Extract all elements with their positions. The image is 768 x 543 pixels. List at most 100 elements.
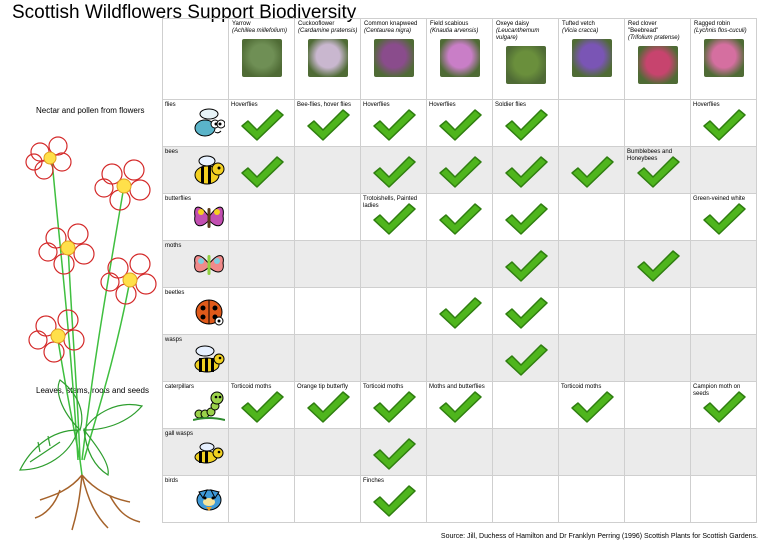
checkmark-icon [239,155,285,189]
cell-note: Moths and butterflies [429,384,485,390]
plant-scientific-name: (Achillea millefolium) [232,28,288,34]
checkmark-icon [371,390,417,424]
checkmark-icon [239,390,285,424]
red-flower-icon [25,136,72,180]
cell-note: Hoverflies [363,102,390,108]
checkmark-icon [305,390,351,424]
checkmark-icon [635,155,681,189]
cell-note: Torticoid moths [231,384,272,390]
checkmark-icon [371,202,417,236]
plant-name: Red clover "Beebread" [628,21,659,34]
support-cell [228,287,295,335]
support-cell [558,146,625,194]
animal-group-name: wasps [165,337,183,343]
support-cell [426,475,493,523]
support-cell [294,334,361,382]
checkmark-icon [371,155,417,189]
support-cell: Hoverflies [360,99,427,147]
support-cell: Campion moth on seeds [690,381,757,429]
support-cell: Orange tip butterfly [294,381,361,429]
animal-group-name: beetles [165,290,185,296]
support-cell [426,428,493,476]
support-cell [492,146,559,194]
support-cell [228,240,295,288]
support-cell: Bumblebees and Honeybees [624,146,691,194]
support-cell [624,428,691,476]
checkmark-icon [569,390,615,424]
plant-header: Red clover "Beebread" (Trifolium pratens… [624,18,691,100]
checkmark-icon [701,390,747,424]
support-cell: Torticoid moths [360,381,427,429]
plant-header: Ragged robin (Lychnis flos-cuculi) [690,18,757,100]
cell-note: Hoverflies [231,102,258,108]
support-cell: Hoverflies [228,99,295,147]
table-row: birds Finches [162,475,757,523]
support-cell: Torticoid moths [558,381,625,429]
animal-group-cell: gall wasps [162,428,229,476]
cell-note: Trotoishells, Painted ladies [363,196,418,209]
support-cell [360,240,427,288]
cell-note: Finches [363,478,385,484]
support-cell [294,428,361,476]
checkmark-icon [437,202,483,236]
support-cell [624,475,691,523]
support-cell [492,381,559,429]
plant-name: Ragged robin [694,21,731,27]
table-row: bees Bumblebees and Honeybees [162,146,757,194]
cell-note: Orange tip butterfly [297,384,349,390]
animal-group-cell: moths [162,240,229,288]
support-cell [426,146,493,194]
support-cell [360,287,427,335]
animal-group-name: birds [165,478,179,484]
plant-scientific-name: (Leucanthemum vulgare) [496,28,540,41]
support-cell [558,475,625,523]
plant-name: Yarrow [232,21,251,27]
page-title: Scottish Wildflowers Support Biodiversit… [12,2,357,23]
gall-wasp-icon [193,435,225,469]
checkmark-icon [437,108,483,142]
plant-photo [704,39,744,77]
plant-header: Field scabious (Knautia arvensis) [426,18,493,100]
checkmark-icon [503,108,549,142]
support-cell [690,146,757,194]
plant-header: Common knapweed (Centaurea nigra) [360,18,427,100]
checkmark-icon [371,437,417,471]
animal-group-cell: bees [162,146,229,194]
support-cell [558,428,625,476]
support-cell [690,240,757,288]
animal-group-name: bees [165,149,179,155]
support-cell [228,428,295,476]
moth-icon [193,247,225,281]
support-cell [558,240,625,288]
support-cell [558,193,625,241]
support-cell: Hoverflies [690,99,757,147]
animal-group-name: butterflies [165,196,192,202]
support-cell [426,287,493,335]
support-cell: Finches [360,475,427,523]
support-cell [492,428,559,476]
plant-name: Cuckooflower [298,21,335,27]
checkmark-icon [239,108,285,142]
checkmark-icon [701,108,747,142]
corner-cell [162,18,229,100]
support-cell [426,193,493,241]
support-cell [624,240,691,288]
support-cell [228,193,295,241]
support-cell [228,334,295,382]
plant-scientific-name: (Knautia arvensis) [430,28,479,34]
wasp-icon [193,341,225,375]
animal-group-name: gall wasps [165,431,194,437]
table-row: gall wasps [162,428,757,476]
support-cell: Soldier flies [492,99,559,147]
checkmark-icon [503,202,549,236]
plant-scientific-name: (Vicia cracca) [562,28,599,34]
animal-group-name: moths [165,243,182,249]
bird-icon [193,482,225,516]
table-row: beetles [162,287,757,335]
animal-group-cell: wasps [162,334,229,382]
support-cell: Green-veined white [690,193,757,241]
flower-drawing [19,136,157,531]
support-cell: Torticoid moths [228,381,295,429]
